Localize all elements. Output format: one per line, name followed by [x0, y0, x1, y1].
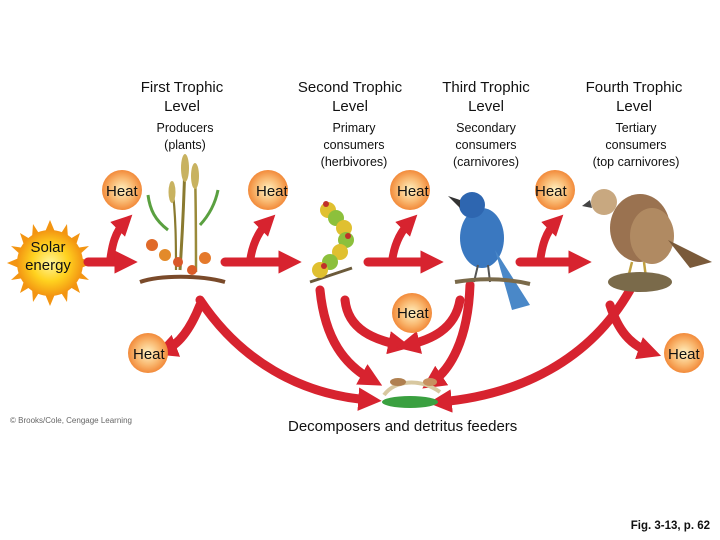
carnivore-to-decomposer-arrow	[422, 280, 475, 389]
herbivore-to-decomposer-arrow	[315, 285, 383, 386]
heat-arrow-2	[246, 214, 276, 266]
heat-icon	[392, 293, 432, 333]
decomposer-heat-arrow-right	[396, 295, 465, 354]
producer-to-decomposer-arrow	[195, 295, 382, 411]
heat-label-left: Heat	[133, 346, 165, 363]
heat-icon	[664, 333, 704, 373]
heat-glows	[102, 170, 704, 373]
heat-icon	[248, 170, 288, 210]
heat-icon	[128, 333, 168, 373]
hawk-illustration	[582, 189, 712, 292]
heat-icon	[390, 170, 430, 210]
heat-label-right: Heat	[668, 346, 700, 363]
heat-arrow-3	[388, 214, 418, 266]
blue-bird-illustration	[448, 192, 531, 310]
decomposer-heat-arrow-left	[340, 295, 412, 355]
level-1-group: Producers(plants)	[156, 121, 214, 152]
sun-icon	[7, 220, 93, 306]
heat-arrow-1	[106, 214, 133, 266]
decomposers-label: Decomposers and detritus feeders	[288, 418, 518, 435]
caterpillar-illustration	[309, 201, 354, 284]
heat-label-decomposers: Heat	[397, 305, 429, 322]
plants-illustration	[139, 154, 226, 284]
top-heat-arrow-right	[605, 300, 662, 360]
decomposers-illustration	[382, 378, 442, 408]
figure-caption: Fig. 3-13, p. 62	[630, 520, 710, 532]
heat-arrow-4	[536, 214, 564, 266]
heat-label-1: Heat	[106, 183, 138, 200]
heat-label-2: Heat	[256, 183, 288, 200]
heat-label-3: Heat	[397, 183, 429, 200]
heat-icon	[102, 170, 142, 210]
heat-icon	[535, 170, 575, 210]
credit-text: © Brooks/Cole, Cengage Learning	[10, 416, 132, 425]
producer-heat-arrow-left	[154, 300, 205, 357]
heat-label-4: Heat	[535, 183, 567, 200]
